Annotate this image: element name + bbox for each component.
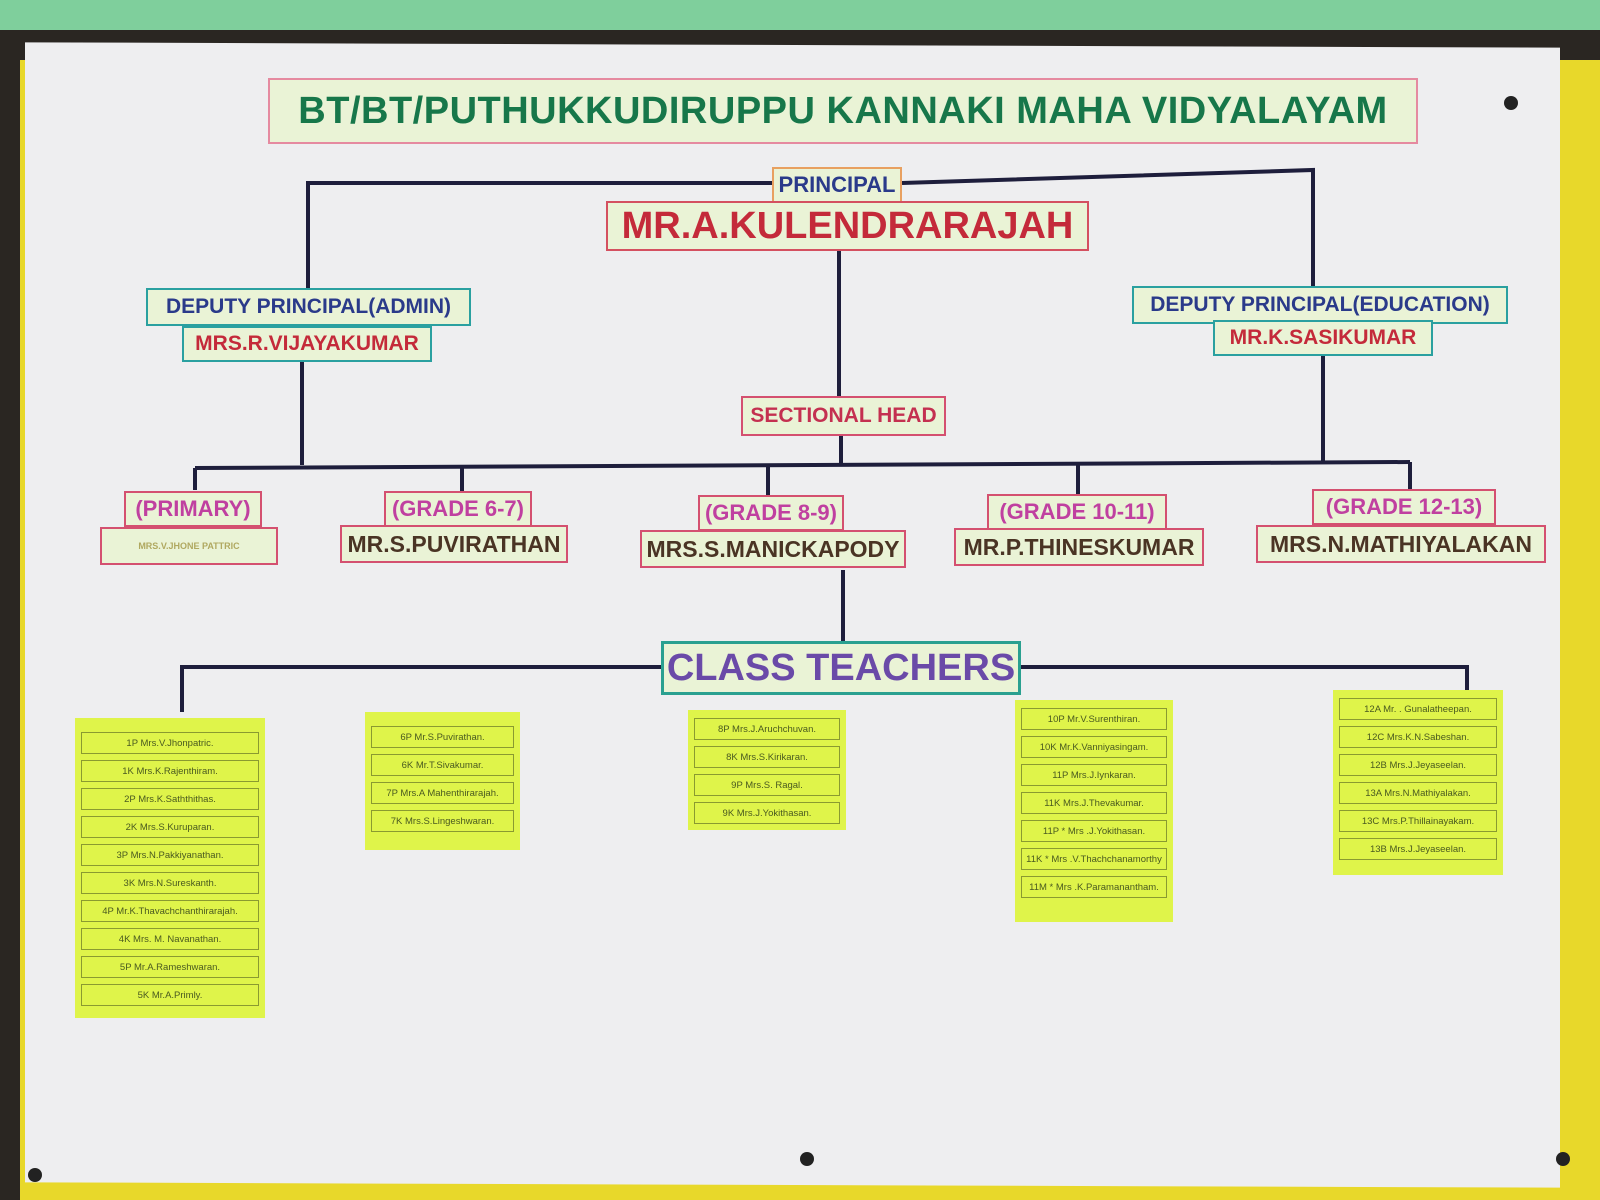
list-item: 12B Mrs.J.Jeyaseelan. bbox=[1339, 754, 1497, 776]
list-item: 1P Mrs.V.Jhonpatric. bbox=[81, 732, 259, 754]
list-item: 8P Mrs.J.Aruchchuvan. bbox=[694, 718, 840, 740]
deputy-education-name: MR.K.SASIKUMAR bbox=[1213, 320, 1433, 356]
list-item: 1K Mrs.K.Rajenthiram. bbox=[81, 760, 259, 782]
grade-label-10-11: (GRADE 10-11) bbox=[987, 494, 1167, 530]
class-teachers-title: CLASS TEACHERS bbox=[661, 641, 1021, 695]
pin-icon bbox=[28, 1168, 42, 1182]
list-item: 11M * Mrs .K.Paramanantham. bbox=[1021, 876, 1167, 898]
grade-label-12-13: (GRADE 12-13) bbox=[1312, 489, 1496, 525]
list-item: 12A Mr. . Gunalatheepan. bbox=[1339, 698, 1497, 720]
list-item: 11K * Mrs .V.Thachchanamorthy bbox=[1021, 848, 1167, 870]
list-item: 13A Mrs.N.Mathiyalakan. bbox=[1339, 782, 1497, 804]
list-item: 6K Mr.T.Sivakumar. bbox=[371, 754, 514, 776]
sectional-head-label: SECTIONAL HEAD bbox=[741, 396, 946, 436]
list-item: 11P * Mrs .J.Yokithasan. bbox=[1021, 820, 1167, 842]
pin-icon bbox=[800, 1152, 814, 1166]
grade-head-8-9: MRS.S.MANICKAPODY bbox=[640, 530, 906, 568]
list-item: 10K Mr.K.Vanniyasingam. bbox=[1021, 736, 1167, 758]
list-item: 7P Mrs.A Mahenthirarajah. bbox=[371, 782, 514, 804]
pin-icon bbox=[1504, 96, 1518, 110]
list-item: 3P Mrs.N.Pakkiyanathan. bbox=[81, 844, 259, 866]
list-item: 2P Mrs.K.Saththithas. bbox=[81, 788, 259, 810]
class-teachers-grade-12-13: 12A Mr. . Gunalatheepan. 12C Mrs.K.N.Sab… bbox=[1333, 690, 1503, 875]
list-item: 8K Mrs.S.Kirikaran. bbox=[694, 746, 840, 768]
grade-label-6-7: (GRADE 6-7) bbox=[384, 491, 532, 527]
principal-name: MR.A.KULENDRARAJAH bbox=[606, 201, 1089, 251]
list-item: 4P Mr.K.Thavachchanthirarajah. bbox=[81, 900, 259, 922]
list-item: 6P Mr.S.Puvirathan. bbox=[371, 726, 514, 748]
class-teachers-grade-6-7: 6P Mr.S.Puvirathan. 6K Mr.T.Sivakumar. 7… bbox=[365, 712, 520, 850]
class-teachers-primary: 1P Mrs.V.Jhonpatric. 1K Mrs.K.Rajenthira… bbox=[75, 718, 265, 1018]
list-item: 10P Mr.V.Surenthiran. bbox=[1021, 708, 1167, 730]
list-item: 9K Mrs.J.Yokithasan. bbox=[694, 802, 840, 824]
list-item: 9P Mrs.S. Ragal. bbox=[694, 774, 840, 796]
list-item: 5K Mr.A.Primly. bbox=[81, 984, 259, 1006]
deputy-education-label: DEPUTY PRINCIPAL(EDUCATION) bbox=[1132, 286, 1508, 324]
grade-head-12-13: MRS.N.MATHIYALAKAN bbox=[1256, 525, 1546, 563]
list-item: 12C Mrs.K.N.Sabeshan. bbox=[1339, 726, 1497, 748]
principal-label: PRINCIPAL bbox=[772, 167, 902, 203]
list-item: 13B Mrs.J.Jeyaseelan. bbox=[1339, 838, 1497, 860]
grade-label-primary: (PRIMARY) bbox=[124, 491, 262, 527]
deputy-admin-name: MRS.R.VIJAYAKUMAR bbox=[182, 326, 432, 362]
grade-head-primary: MRS.V.JHONE PATTRIC bbox=[100, 527, 278, 565]
grade-head-10-11: MR.P.THINESKUMAR bbox=[954, 528, 1204, 566]
grade-head-6-7: MR.S.PUVIRATHAN bbox=[340, 525, 568, 563]
list-item: 11P Mrs.J.Iynkaran. bbox=[1021, 764, 1167, 786]
list-item: 7K Mrs.S.Lingeshwaran. bbox=[371, 810, 514, 832]
list-item: 5P Mr.A.Rameshwaran. bbox=[81, 956, 259, 978]
list-item: 13C Mrs.P.Thillainayakam. bbox=[1339, 810, 1497, 832]
list-item: 3K Mrs.N.Sureskanth. bbox=[81, 872, 259, 894]
deputy-admin-label: DEPUTY PRINCIPAL(ADMIN) bbox=[146, 288, 471, 326]
grade-label-8-9: (GRADE 8-9) bbox=[698, 495, 844, 531]
list-item: 11K Mrs.J.Thevakumar. bbox=[1021, 792, 1167, 814]
list-item: 2K Mrs.S.Kuruparan. bbox=[81, 816, 259, 838]
list-item: 4K Mrs. M. Navanathan. bbox=[81, 928, 259, 950]
school-title: BT/BT/PUTHUKKUDIRUPPU KANNAKI MAHA VIDYA… bbox=[268, 78, 1418, 144]
class-teachers-grade-10-11: 10P Mr.V.Surenthiran. 10K Mr.K.Vanniyasi… bbox=[1015, 700, 1173, 922]
pin-icon bbox=[1556, 1152, 1570, 1166]
class-teachers-grade-8-9: 8P Mrs.J.Aruchchuvan. 8K Mrs.S.Kirikaran… bbox=[688, 710, 846, 830]
